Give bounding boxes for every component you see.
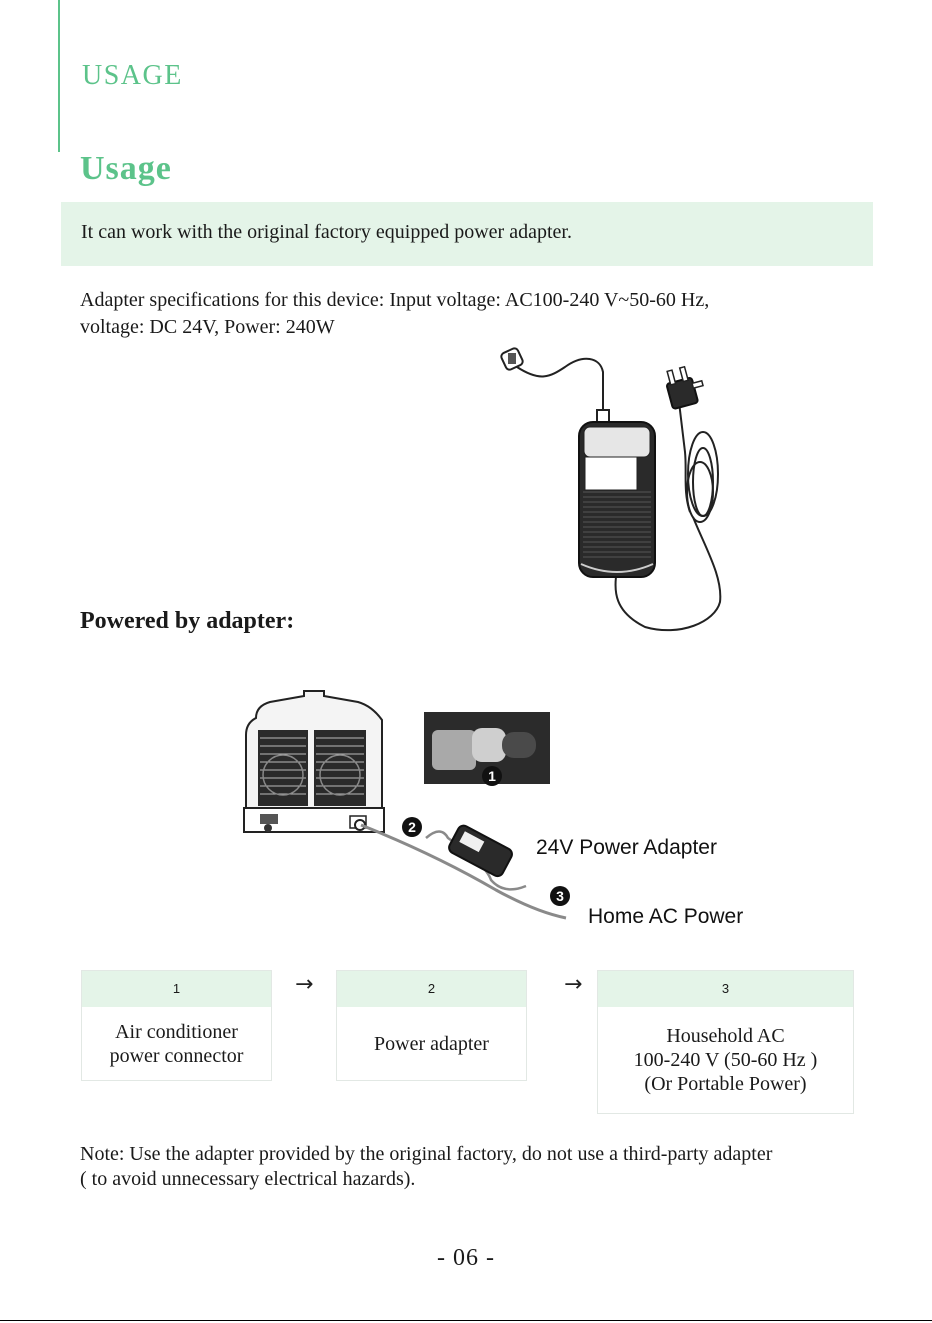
step-arrow-2: → — [564, 972, 583, 997]
callout-2: 2 — [408, 819, 416, 835]
accent-rule — [58, 0, 60, 152]
safety-note-line-2: ( to avoid unnecessary electrical hazard… — [80, 1168, 416, 1190]
step-1-box: 1 Air conditioner power connector — [81, 970, 272, 1081]
callout-badge-3 — [550, 886, 570, 906]
spec-line-1: Adapter specifications for this device: … — [80, 289, 710, 311]
header-label: USAGE — [82, 60, 183, 91]
adapter-specs: Adapter specifications for this device: … — [80, 287, 860, 341]
step-3-number: 3 — [598, 971, 853, 1007]
step-2-box: 2 Power adapter — [336, 970, 527, 1081]
step-3-box: 3 Household AC 100-240 V (50-60 Hz ) (Or… — [597, 970, 854, 1114]
section-title: Usage — [80, 150, 172, 187]
step-arrow-1: → — [295, 972, 314, 997]
safety-note-line-1: Note: Use the adapter provided by the or… — [80, 1143, 773, 1165]
step-2-text: Power adapter — [374, 1032, 489, 1055]
ac-power-caption: Home AC Power — [588, 905, 743, 928]
callout-badge-1 — [482, 766, 502, 786]
step-1-number: 1 — [82, 971, 271, 1007]
callout-3: 3 — [556, 888, 564, 904]
callout-1: 1 — [488, 768, 496, 784]
spec-line-2: voltage: DC 24V, Power: 240W — [80, 316, 335, 338]
step-1-text: Air conditioner power connector — [109, 1020, 244, 1067]
connection-diagram: 1 2 3 24V Power Adapter Home AC Power — [243, 690, 743, 928]
air-conditioner-unit — [243, 690, 385, 833]
powered-heading: Powered by adapter: — [80, 608, 295, 634]
info-band-text: It can work with the original factory eq… — [81, 221, 572, 243]
bottom-rule — [0, 1320, 932, 1321]
callout-badge-2 — [402, 817, 422, 837]
power-adapter-illustration — [500, 347, 722, 632]
step-2-number: 2 — [337, 971, 526, 1007]
safety-note: Note: Use the adapter provided by the or… — [80, 1142, 870, 1192]
small-adapter — [448, 824, 513, 878]
info-band: It can work with the original factory eq… — [61, 202, 873, 266]
step-3-text: Household AC 100-240 V (50-60 Hz ) (Or P… — [633, 1025, 818, 1095]
page-number: - 06 - — [437, 1245, 495, 1271]
adapter-caption: 24V Power Adapter — [536, 836, 717, 859]
